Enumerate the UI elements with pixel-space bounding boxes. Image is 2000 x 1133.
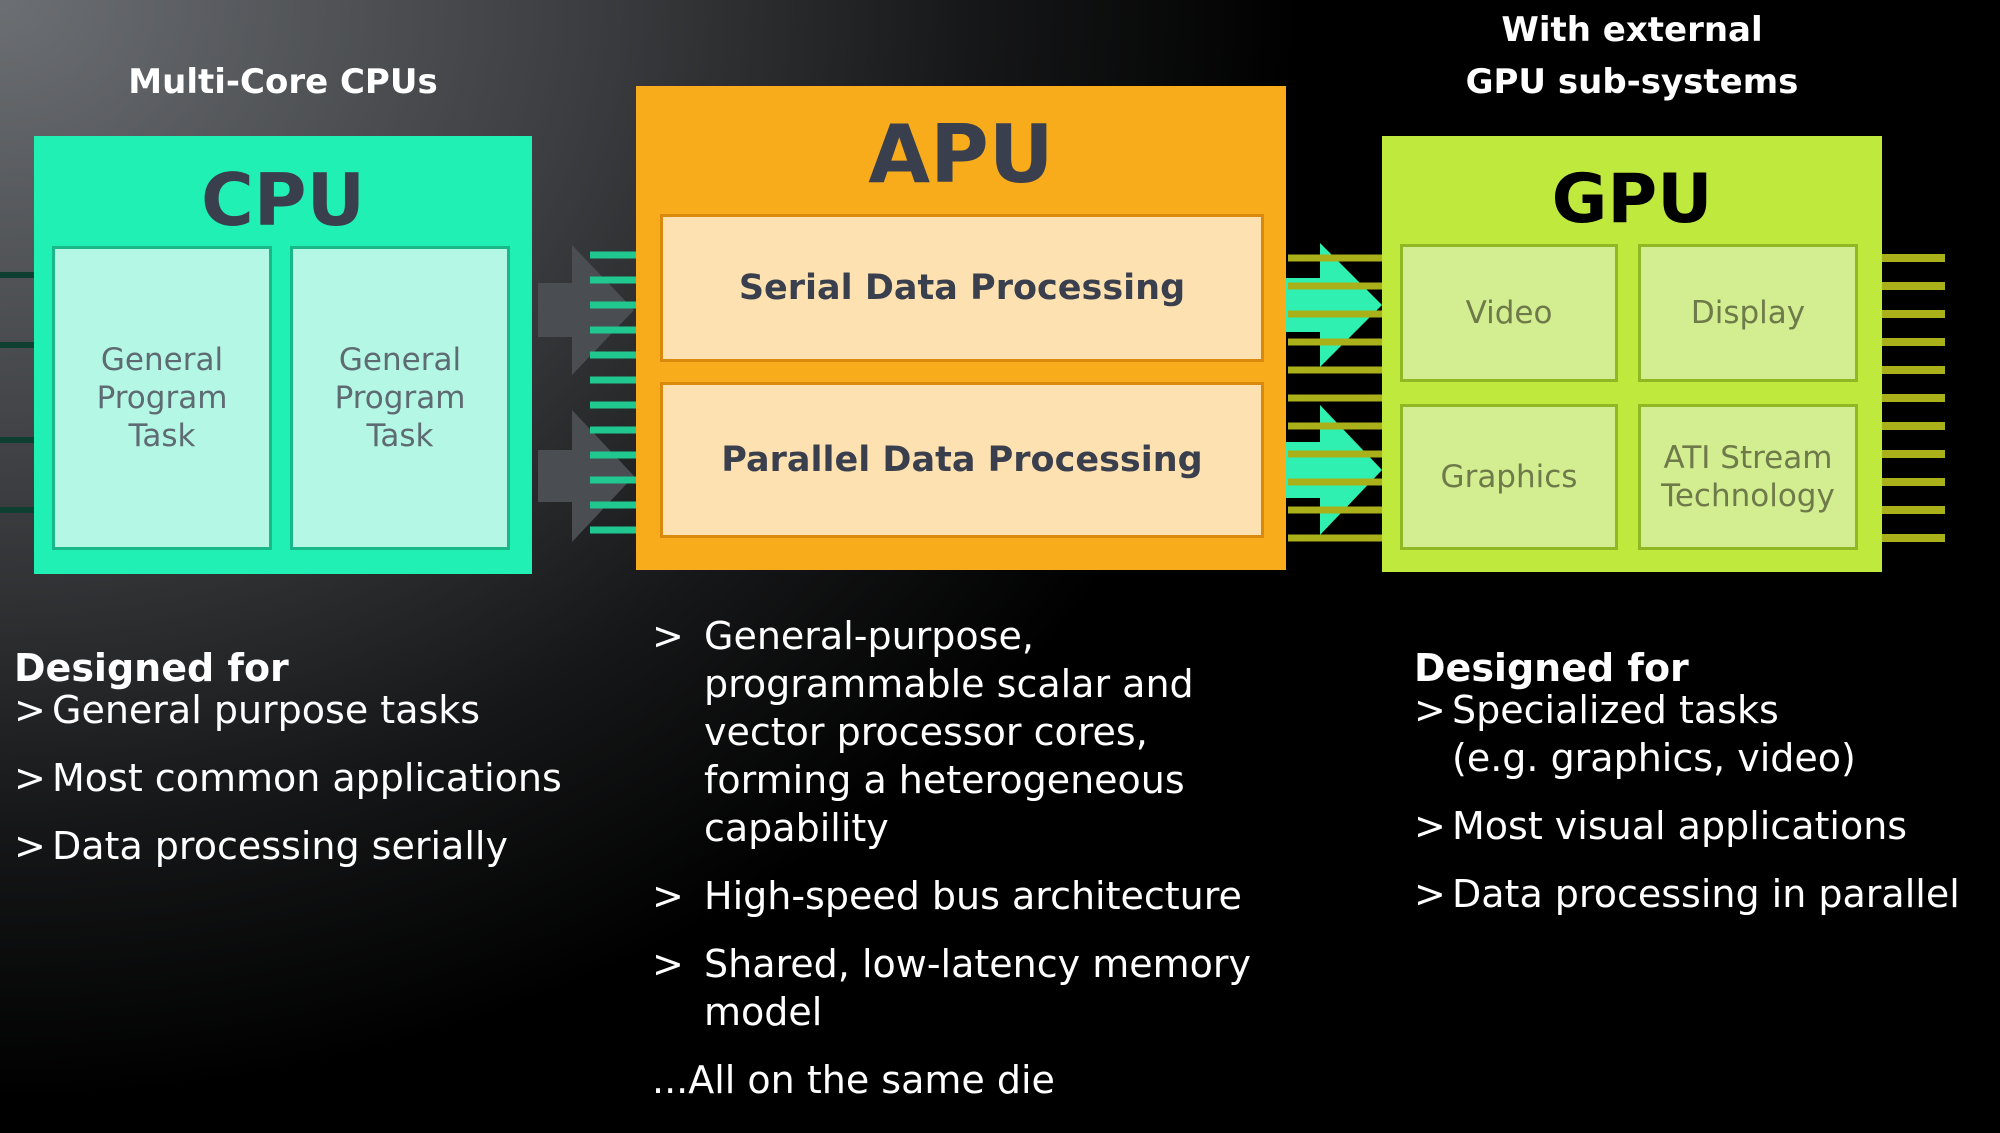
gpu-description-item: Data processing in parallel xyxy=(1414,870,2000,918)
parallel-processing-block: Parallel Data Processing xyxy=(660,382,1264,538)
gpu-description: Designed for Specialized tasks (e.g. gra… xyxy=(1414,644,2000,918)
gpu-unit-label: Graphics xyxy=(1440,459,1578,495)
cpu-title: CPU xyxy=(200,158,366,242)
apu-description-item: High-speed bus architecture xyxy=(652,872,1312,920)
apu-description: General-purpose, programmable scalar and… xyxy=(652,612,1312,1104)
gpu-right-bus-lines xyxy=(1882,254,1945,542)
gpu-block: GPU Video Display Graphics ATI Stream Te… xyxy=(1382,136,1882,572)
apu-description-item: Shared, low-latency memory model xyxy=(652,940,1312,1036)
cpu-description-header: Designed for xyxy=(14,646,289,690)
apu-title: APU xyxy=(868,108,1054,201)
apu-block: APU Serial Data Processing Parallel Data… xyxy=(636,86,1286,570)
serial-processing-block: Serial Data Processing xyxy=(660,214,1264,362)
gpu-description-item: Most visual applications xyxy=(1414,802,2000,850)
cpu-core-cell: General Program Task xyxy=(52,246,272,550)
gpu-unit-label: ATI Stream Technology xyxy=(1661,440,1835,514)
gpu-description-item: Specialized tasks (e.g. graphics, video) xyxy=(1414,686,2000,782)
gpu-title: GPU xyxy=(1551,160,1713,239)
gpu-unit-ati-stream: ATI Stream Technology xyxy=(1638,404,1858,550)
cpu-description-item: Most common applications xyxy=(14,754,614,802)
apu-footer-note: ...All on the same die xyxy=(652,1058,1055,1102)
cpu-core-cell: General Program Task xyxy=(290,246,510,550)
cpu-description-item: Data processing serially xyxy=(14,822,614,870)
cpu-core-label: General Program Task xyxy=(96,342,228,454)
cpu-to-apu-arrows xyxy=(538,245,634,542)
gpu-column-heading: With external GPU sub-systems xyxy=(1465,10,1799,102)
gpu-unit-display: Display xyxy=(1638,244,1858,382)
cpu-description: Designed for General purpose tasks Most … xyxy=(14,644,614,870)
apu-description-item: General-purpose, programmable scalar and… xyxy=(652,612,1312,852)
gpu-description-header: Designed for xyxy=(1414,646,1689,690)
apu-to-gpu-arrows xyxy=(1286,243,1382,535)
gpu-unit-graphics: Graphics xyxy=(1400,404,1618,550)
cpu-left-bus xyxy=(0,272,34,513)
apu-gpu-bus-lines xyxy=(1288,254,1384,542)
cpu-apu-bus-lines xyxy=(590,251,636,534)
parallel-processing-label: Parallel Data Processing xyxy=(721,440,1203,480)
cpu-core-label: General Program Task xyxy=(334,342,466,454)
gpu-unit-video: Video xyxy=(1400,244,1618,382)
gpu-unit-label: Video xyxy=(1465,295,1553,331)
gpu-unit-label: Display xyxy=(1690,295,1806,331)
cpu-block: CPU General Program Task General Program… xyxy=(34,136,532,574)
cpu-description-item: General purpose tasks xyxy=(14,686,614,734)
serial-processing-label: Serial Data Processing xyxy=(738,268,1186,308)
cpu-column-heading: Multi-Core CPUs xyxy=(128,62,438,102)
